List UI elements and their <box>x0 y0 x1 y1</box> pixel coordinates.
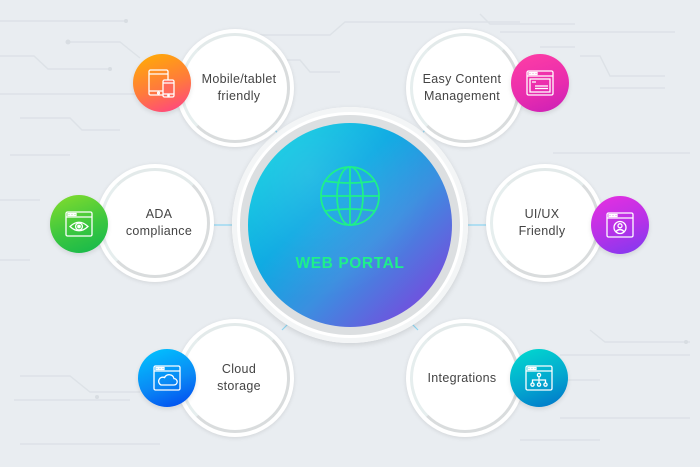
feature-node-content: Easy Content Management <box>406 29 524 147</box>
globe-icon <box>320 166 380 226</box>
feature-badge-uiux <box>591 196 649 254</box>
feature-node-ada: ADA compliance <box>96 164 214 282</box>
tablet-phone-icon <box>148 69 175 98</box>
feature-label: Cloud storage <box>217 362 261 393</box>
feature-label: Mobile/tablet friendly <box>201 72 277 103</box>
browser-content-icon <box>526 70 554 96</box>
feature-node-mobile: Mobile/tablet friendly <box>176 29 294 147</box>
feature-label: ADA compliance <box>125 207 193 238</box>
browser-cloud-icon <box>153 365 181 391</box>
web-portal-hub: WEB PORTAL <box>232 107 468 343</box>
browser-eye-icon <box>65 211 93 237</box>
feature-badge-ada <box>50 195 108 253</box>
hub-title: WEB PORTAL <box>295 255 405 272</box>
feature-badge-cloud <box>138 349 196 407</box>
feature-label: UI/UX Friendly <box>518 207 566 238</box>
hub-disc: WEB PORTAL <box>248 123 452 327</box>
feature-label: Easy Content Management <box>422 72 502 103</box>
browser-sitemap-icon <box>525 365 553 391</box>
feature-badge-integrations <box>510 349 568 407</box>
feature-badge-mobile <box>133 54 191 112</box>
browser-user-icon <box>606 212 634 238</box>
feature-label: Integrations <box>427 370 497 385</box>
feature-node-uiux: UI/UX Friendly <box>486 164 604 282</box>
feature-badge-content <box>511 54 569 112</box>
feature-node-integrations: Integrations <box>406 319 524 437</box>
